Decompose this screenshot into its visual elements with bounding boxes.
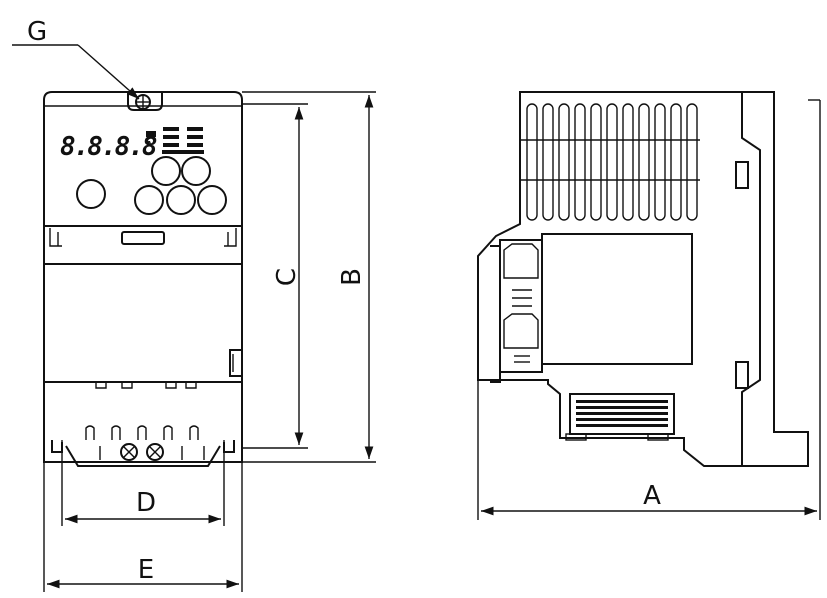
grille-bar: [576, 406, 668, 409]
side-outline: [477, 91, 809, 467]
indicator-led-1: [146, 131, 156, 137]
dial-knob: [76, 179, 106, 209]
label-a: A: [643, 481, 661, 511]
vent-slot: [654, 103, 666, 221]
connector-upper: [503, 243, 539, 279]
g-leader-arrow: [77, 44, 140, 100]
vent-slot: [670, 103, 682, 221]
side-view: [477, 91, 820, 467]
connector-block: [499, 239, 543, 373]
grille-bar: [576, 424, 668, 427]
terminal-ribs: [99, 446, 205, 460]
terminal-screw-2-icon: [146, 443, 164, 461]
led-display: 8.8.8.8: [60, 132, 157, 162]
side-panel-edge: [741, 92, 761, 466]
label-e: E: [138, 555, 154, 585]
vent-slot: [686, 103, 698, 221]
heatsink-vents: [521, 103, 700, 221]
indicator-bar-3: [163, 143, 179, 147]
vent-slot: [558, 103, 570, 221]
connector-lower: [503, 313, 539, 349]
vent-slot: [606, 103, 618, 221]
vent-slot: [638, 103, 650, 221]
indicator-bar-2: [163, 135, 179, 139]
vent-slot: [574, 103, 586, 221]
indicator-label: A: [146, 140, 153, 149]
indicator-bar-1: [163, 127, 179, 131]
side-connector: [229, 349, 243, 377]
indicator-bar-4: [187, 127, 203, 131]
terminal-cover: [65, 445, 221, 467]
side-latch-upper: [735, 161, 749, 189]
grille-bar: [576, 400, 668, 403]
rating-label-plate: [541, 233, 693, 365]
grille-bar: [576, 418, 668, 421]
label-d: D: [136, 488, 156, 518]
screw-recess: [127, 92, 163, 111]
grille-bar: [576, 412, 668, 415]
indicator-bar-7: [162, 150, 204, 154]
vent-slot: [526, 103, 538, 221]
keypad-button-1: [151, 156, 181, 186]
terminal-screw-1-x2: [122, 445, 136, 459]
keypad-button-5: [197, 185, 227, 215]
indicator-bar-5: [187, 135, 203, 139]
label-b: B: [337, 268, 367, 286]
vent-notches: [95, 382, 197, 389]
terminal-slot-1: [85, 425, 95, 440]
keypad-button-4: [166, 185, 196, 215]
grille-foot-left: [565, 433, 587, 441]
side-latch-lower: [735, 361, 749, 389]
terminal-slot-5: [189, 425, 199, 440]
terminal-slot-4: [163, 425, 173, 440]
indicator-bar-6: [187, 143, 203, 147]
terminal-screw-1-icon: [120, 443, 138, 461]
left-latch: [49, 228, 62, 247]
label-g: G: [27, 17, 47, 47]
front-view: 8.8.8.8 A: [43, 91, 243, 467]
din-clip: [490, 245, 501, 383]
front-body: [43, 225, 243, 463]
terminal-screw-2-x2: [148, 445, 162, 459]
bottom-foot-right: [223, 440, 235, 453]
terminal-slot-3: [137, 425, 147, 440]
keypad-button-2: [181, 156, 211, 186]
fan-grille-lines: [576, 400, 668, 427]
label-c: C: [272, 268, 302, 286]
fan-grille-frame: [569, 393, 675, 435]
terminal-slot-2: [111, 425, 121, 440]
side-dimensions: A: [477, 100, 821, 520]
front-dimensions: G C B D E: [12, 17, 376, 592]
vent-slot: [590, 103, 602, 221]
vent-slot: [542, 103, 554, 221]
bottom-foot-left: [51, 440, 63, 453]
front-top-cover: [43, 91, 243, 227]
keypad-button-3: [134, 185, 164, 215]
grille-foot-right: [647, 433, 669, 441]
vent-slot: [622, 103, 634, 221]
front-tab: [121, 231, 165, 245]
right-latch: [224, 228, 237, 247]
